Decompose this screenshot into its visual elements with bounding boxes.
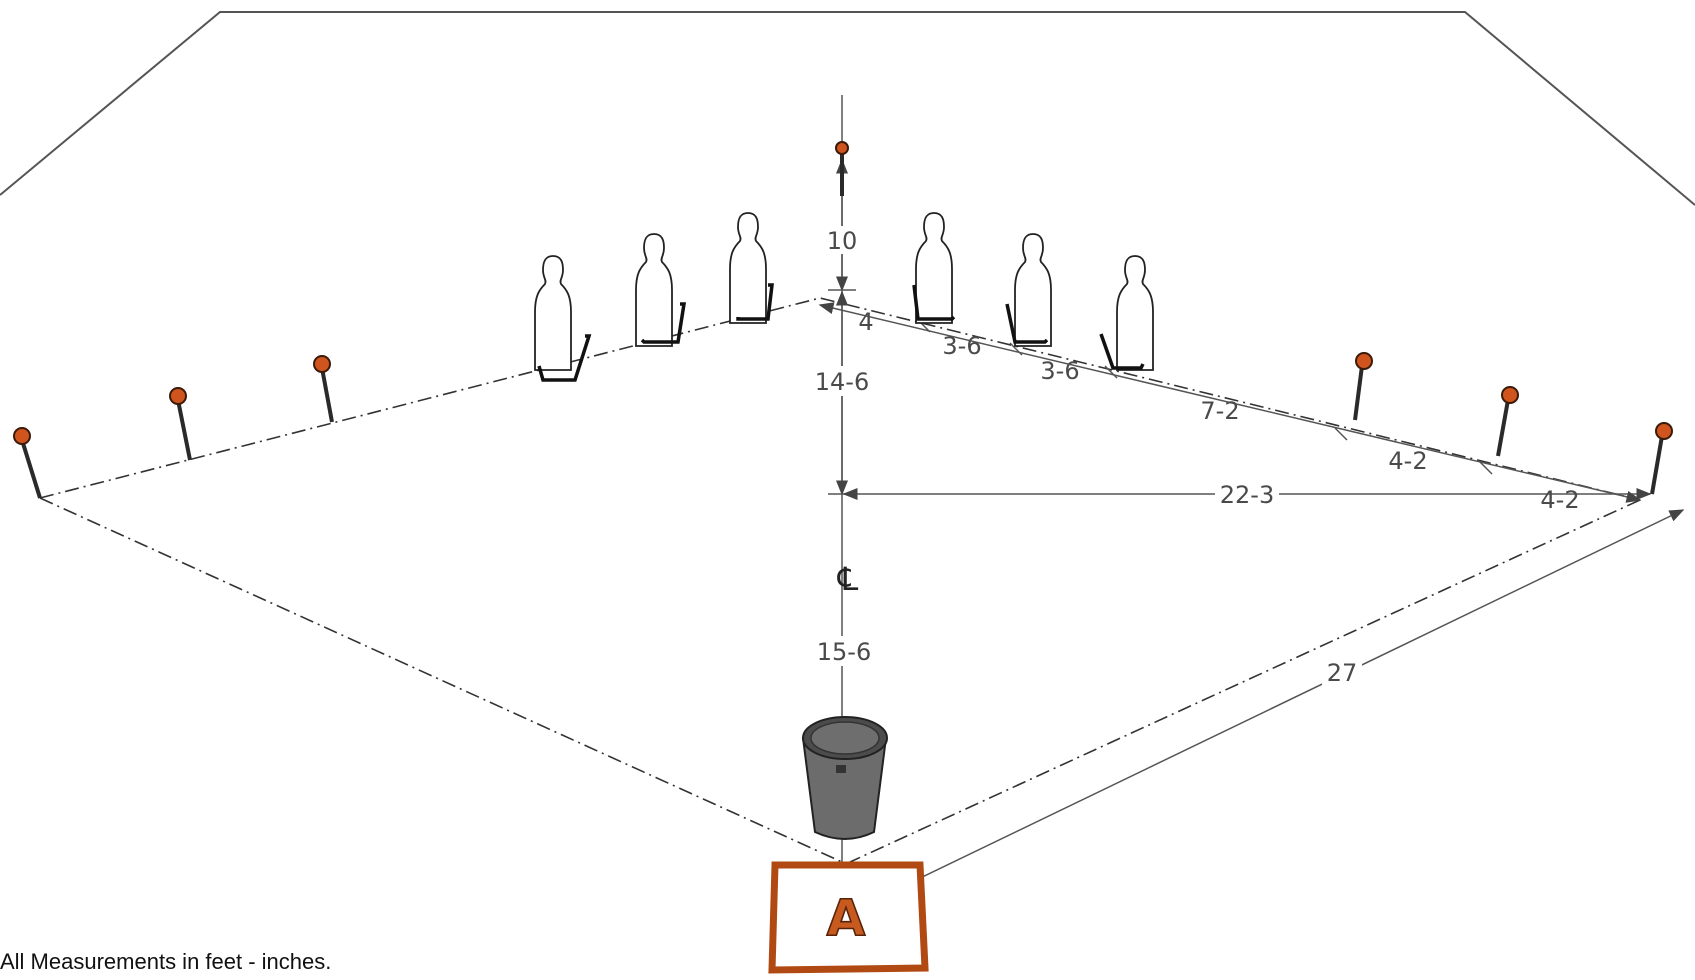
steel-plate bbox=[313, 355, 334, 423]
midline-half-width-dimension: 22-3 bbox=[842, 480, 1652, 510]
box-to-corner-label: 27 bbox=[1327, 659, 1358, 687]
midline-half-width-label: 22-3 bbox=[1220, 481, 1274, 509]
target-gap-first-label: 4 bbox=[858, 308, 873, 336]
target-gap-second-label: 3-6 bbox=[942, 332, 981, 360]
targets-to-midline-label: 14-6 bbox=[815, 368, 869, 396]
steel-gap-second-label: 4-2 bbox=[1540, 486, 1579, 514]
midline-to-barrel-label: 15-6 bbox=[817, 638, 871, 666]
shooting-box: A bbox=[768, 861, 929, 974]
centerline-symbol: ℄ bbox=[837, 560, 859, 598]
steel-plate bbox=[1353, 352, 1373, 421]
right-line-dimensions: 4 3-6 3-6 7-2 4-2 4-2 bbox=[818, 302, 1642, 514]
steel-gap-first-label: 4-2 bbox=[1388, 447, 1427, 475]
shooting-area-outline bbox=[39, 297, 1641, 863]
paper-target bbox=[1005, 233, 1052, 347]
paper-target bbox=[912, 212, 956, 324]
target-to-steel-label: 7-2 bbox=[1200, 397, 1239, 425]
paper-target bbox=[729, 212, 774, 324]
paper-target bbox=[635, 233, 687, 347]
bay-boundary bbox=[0, 11, 1695, 206]
target-gap-third-label: 3-6 bbox=[1040, 357, 1079, 385]
steel-plate bbox=[1496, 386, 1519, 457]
plate-setback-label: 10 bbox=[827, 227, 858, 255]
shooting-box-letter: A bbox=[827, 889, 866, 947]
measurement-note: All Measurements in feet - inches. bbox=[0, 949, 332, 974]
paper-target bbox=[534, 255, 592, 382]
midline-to-barrel-dimension: 15-6 bbox=[812, 636, 874, 666]
paper-target bbox=[1099, 255, 1154, 371]
steel-plate bbox=[169, 387, 192, 461]
steel-plate bbox=[835, 141, 849, 196]
barrel bbox=[801, 716, 888, 840]
plate-setback-dimension: 10 bbox=[826, 158, 858, 292]
steel-plate bbox=[1650, 422, 1673, 495]
steel-plate bbox=[13, 427, 42, 499]
box-to-corner-dimension: 27 bbox=[869, 509, 1685, 896]
